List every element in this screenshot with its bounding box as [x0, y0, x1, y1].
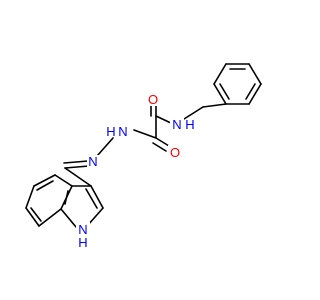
- indole-benzene-ring: [25, 174, 73, 227]
- phenyl-ring: [213, 63, 262, 105]
- hydrogen-amide-label: H: [185, 117, 194, 132]
- hydrogen-hydrazide-label: H: [106, 124, 115, 139]
- atom-labels: O N H H N O N N H: [76, 92, 195, 250]
- oxalyl-core: [133, 103, 174, 152]
- hydrogen-indole-label: H: [78, 235, 87, 250]
- hydrazone-chain: [63, 137, 114, 187]
- nitrogen-hydrazide-label: N: [118, 124, 127, 139]
- nitrogen-indole-label: N: [78, 222, 87, 237]
- nitrogen-amide-label: N: [172, 117, 181, 132]
- molecule-structure: O N H H N O N N H: [25, 63, 262, 250]
- oxygen-top-label: O: [148, 92, 158, 107]
- nitrogen-imine-label: N: [88, 154, 97, 169]
- oxygen-bottom-label: O: [170, 145, 180, 160]
- benzyl-linker: [183, 103, 227, 120]
